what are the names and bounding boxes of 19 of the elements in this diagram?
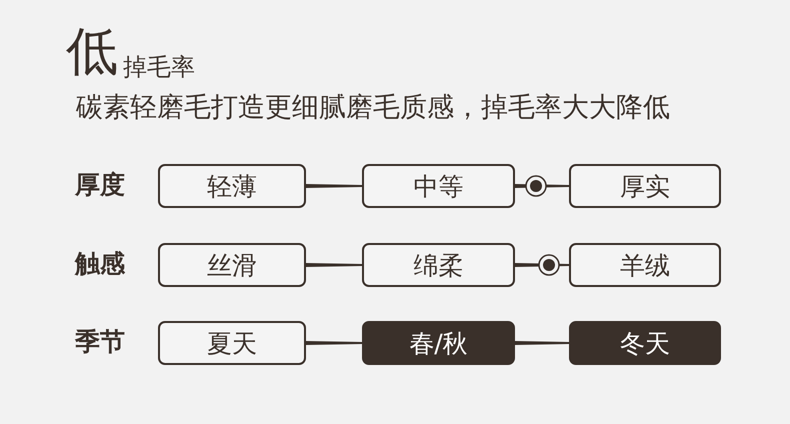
row-label: 季节 <box>75 329 125 354</box>
row-label: 触感 <box>75 251 125 276</box>
option-box: 夏天 <box>158 321 306 365</box>
row-label: 厚度 <box>75 172 125 197</box>
option-box: 轻薄 <box>158 164 306 208</box>
connector-line <box>515 341 569 345</box>
option-box: 厚实 <box>569 164 721 208</box>
connector-line <box>306 184 362 188</box>
description: 碳素轻磨毛打造更细腻磨毛质感，掉毛率大大降低 <box>76 94 670 121</box>
subtitle: 掉毛率 <box>123 55 195 79</box>
selected-option-box: 冬天 <box>569 321 721 365</box>
connector-line <box>306 263 362 267</box>
option-box: 羊绒 <box>569 243 721 287</box>
option-box: 丝滑 <box>158 243 306 287</box>
option-box: 绵柔 <box>362 243 515 287</box>
title: 低 <box>66 26 118 78</box>
selected-option-box: 春/秋 <box>362 321 515 365</box>
connector-line <box>306 341 362 345</box>
option-box: 中等 <box>362 164 515 208</box>
